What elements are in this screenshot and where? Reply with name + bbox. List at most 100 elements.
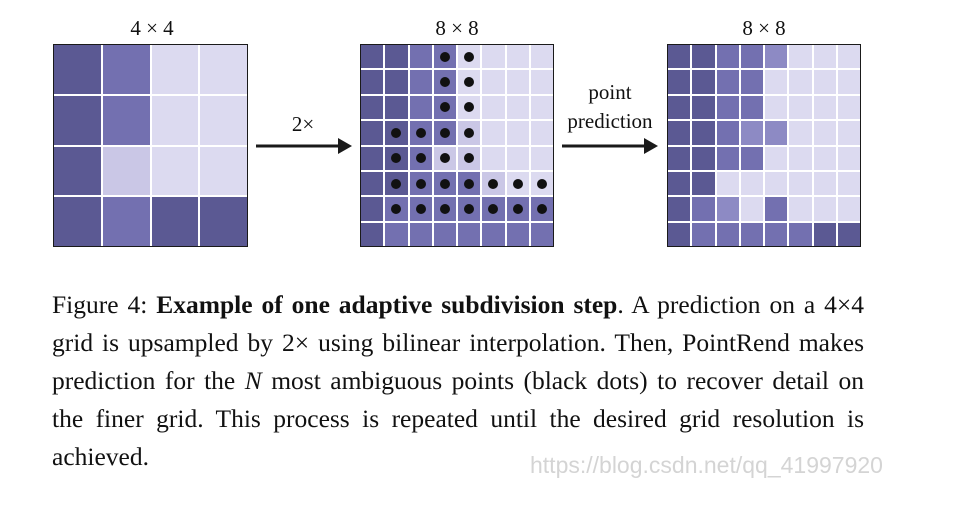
- grid-cell: [433, 197, 456, 221]
- grid-cell: [668, 45, 691, 69]
- grid-cell: [200, 95, 247, 145]
- grid-cell: [765, 197, 788, 221]
- grid-cell: [668, 222, 691, 246]
- grid-cell: [668, 95, 691, 120]
- grid-cell: [482, 70, 505, 94]
- grid-cell: [789, 197, 812, 221]
- grid-cell: [409, 45, 432, 69]
- ambiguous-point-dot: [439, 203, 450, 214]
- grid-cell: [789, 70, 812, 94]
- ambiguous-point-dot: [439, 178, 450, 189]
- coarse-grid-4x4: [53, 44, 248, 247]
- grid-cell: [506, 121, 529, 145]
- grid-cell: [361, 121, 384, 145]
- grid-cell: [716, 171, 739, 196]
- grid-cell: [482, 222, 505, 246]
- grid-cell: [765, 45, 788, 69]
- grid-cell: [409, 95, 432, 120]
- ambiguous-point-dot: [415, 178, 426, 189]
- grid-cell: [409, 197, 432, 221]
- grid-cell: [530, 121, 553, 145]
- grid-cell: [361, 146, 384, 170]
- grid-cell: [692, 121, 715, 145]
- ambiguous-point-dot: [464, 127, 475, 138]
- refined-grid-8x8: [667, 44, 861, 247]
- grid-cell: [409, 171, 432, 196]
- grid-cell: [433, 146, 456, 170]
- grid-cell: [482, 95, 505, 120]
- grid-cell: [54, 197, 101, 246]
- grid-cell: [813, 146, 836, 170]
- grid-cell: [385, 146, 408, 170]
- grid-cell: [692, 45, 715, 69]
- grid-cell: [482, 171, 505, 196]
- ambiguous-point-dot: [488, 203, 499, 214]
- grid-cell: [692, 171, 715, 196]
- grid-cell: [458, 222, 481, 246]
- ambiguous-point-dot: [415, 153, 426, 164]
- grid-cell: [458, 121, 481, 145]
- grid-cell: [433, 95, 456, 120]
- ambiguous-point-dot: [536, 178, 547, 189]
- grid-cell: [482, 121, 505, 145]
- upsample-arrow-icon: [256, 138, 352, 154]
- grid-cell: [385, 45, 408, 69]
- ambiguous-point-dot: [439, 51, 450, 62]
- point-prediction-label-line2: prediction: [567, 109, 653, 133]
- grid-cell: [102, 45, 150, 94]
- caption-body-1: . A prediction on a 4×4 grid is upsample…: [52, 290, 864, 395]
- ambiguous-point-dot: [488, 178, 499, 189]
- grid-cell: [716, 222, 739, 246]
- grid-cell: [385, 95, 408, 120]
- grid-cell: [668, 171, 691, 196]
- ambiguous-point-dot: [512, 178, 523, 189]
- panel-1-title: 4 × 4: [130, 16, 174, 40]
- grid-cell: [692, 95, 715, 120]
- grid-cell: [409, 121, 432, 145]
- grid-cell: [361, 222, 384, 246]
- ambiguous-point-dot: [536, 203, 547, 214]
- ambiguous-point-dot: [512, 203, 523, 214]
- ambiguous-point-dot: [391, 203, 402, 214]
- ambiguous-point-dot: [439, 127, 450, 138]
- grid-cell: [765, 121, 788, 145]
- grid-cell: [433, 171, 456, 196]
- grid-cell: [506, 45, 529, 69]
- grid-cell: [789, 171, 812, 196]
- grid-cell: [458, 171, 481, 196]
- grid-cell: [692, 222, 715, 246]
- grid-cell: [151, 197, 199, 246]
- grid-cell: [716, 121, 739, 145]
- grid-cell: [530, 171, 553, 196]
- grid-cell: [530, 146, 553, 170]
- ambiguous-point-dot: [391, 153, 402, 164]
- grid-cell: [458, 45, 481, 69]
- upsampled-grid-8x8: [360, 44, 554, 247]
- grid-cell: [102, 95, 150, 145]
- grid-cell: [716, 146, 739, 170]
- grid-cell: [692, 70, 715, 94]
- grid-cell: [482, 45, 505, 69]
- grid-cell: [837, 171, 860, 196]
- ambiguous-point-dot: [415, 203, 426, 214]
- grid-cell: [54, 45, 101, 94]
- ambiguous-point-dot: [464, 102, 475, 113]
- figure-caption: Figure 4: Example of one adaptive subdiv…: [52, 286, 864, 476]
- grid-cell: [740, 171, 763, 196]
- grid-cell: [837, 95, 860, 120]
- grid-cell: [837, 45, 860, 69]
- grid-cell: [482, 197, 505, 221]
- grid-cell: [385, 171, 408, 196]
- grid-cell: [668, 197, 691, 221]
- ambiguous-point-dot: [464, 178, 475, 189]
- grid-cell: [200, 146, 247, 196]
- ambiguous-point-dot: [464, 153, 475, 164]
- grid-cell: [837, 222, 860, 246]
- panel-3-title: 8 × 8: [742, 16, 786, 40]
- grid-cell: [740, 45, 763, 69]
- grid-cell: [530, 222, 553, 246]
- grid-cell: [813, 171, 836, 196]
- ambiguous-point-dot: [464, 51, 475, 62]
- grid-cell: [506, 197, 529, 221]
- grid-cell: [765, 95, 788, 120]
